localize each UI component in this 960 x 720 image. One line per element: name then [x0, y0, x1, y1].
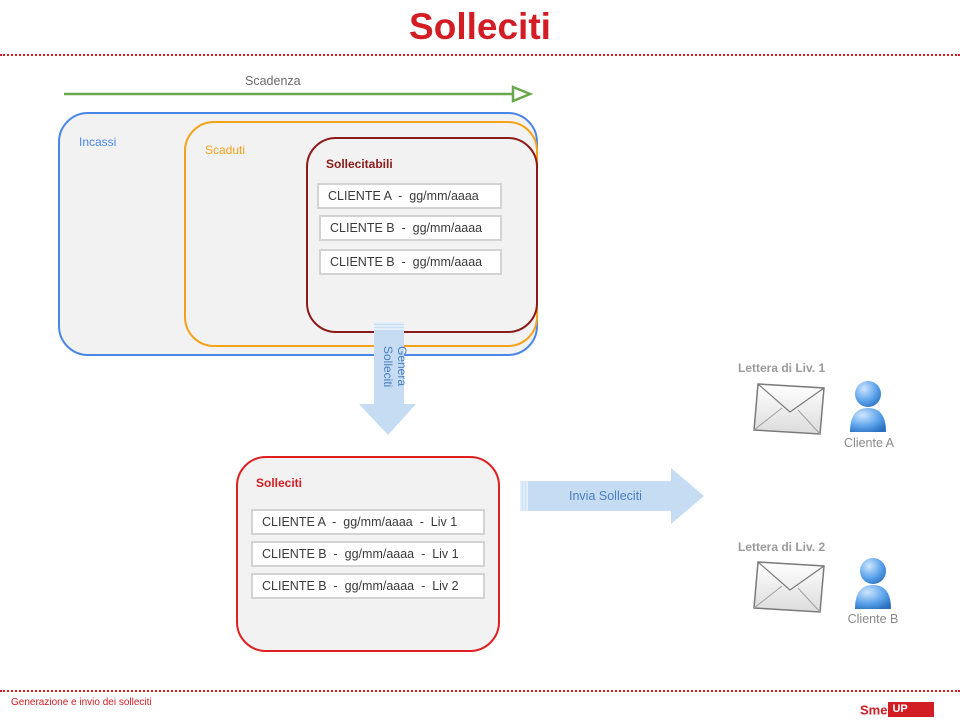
solleciti-item: CLIENTE B - gg/mm/aaaa - Liv 1: [251, 541, 485, 567]
page-title: Solleciti: [409, 6, 551, 47]
incassi-label: Incassi: [79, 135, 117, 149]
person-icon: [855, 558, 891, 609]
header-divider: [0, 54, 960, 56]
timeline-label: Scadenza: [245, 74, 301, 88]
generate-arrow-line1: Genera: [395, 346, 409, 387]
solleciti-item: CLIENTE A - gg/mm/aaaa - Liv 1: [251, 509, 485, 535]
generate-arrow: [359, 322, 416, 435]
recipient-label: Cliente A: [843, 436, 895, 450]
logo-badge: UP: [888, 702, 934, 718]
person-icon: [850, 381, 886, 432]
generate-arrow-label: Genera Solleciti: [365, 346, 409, 406]
footer-divider: [0, 690, 960, 692]
envelope-icon: [753, 561, 825, 613]
letter-level-1-title: Lettera di Liv. 1: [738, 361, 826, 375]
logo-text: Sme: [860, 702, 888, 718]
generate-arrow-line2: Solleciti: [381, 346, 395, 388]
letter-level-2-title: Lettera di Liv. 2: [738, 540, 826, 554]
sollecitabili-item: CLIENTE A - gg/mm/aaaa: [317, 183, 502, 209]
sollecitabili-title: Sollecitabili: [326, 157, 393, 171]
sollecitabili-item: CLIENTE B - gg/mm/aaaa: [319, 249, 502, 275]
solleciti-item: CLIENTE B - gg/mm/aaaa - Liv 2: [251, 573, 485, 599]
envelope-icon: [753, 383, 825, 435]
send-arrow: [520, 468, 704, 524]
send-arrow-label: Invia Solleciti: [569, 489, 642, 503]
solleciti-title: Solleciti: [256, 476, 303, 490]
recipient-label: Cliente B: [847, 612, 899, 626]
sollecitabili-item: CLIENTE B - gg/mm/aaaa: [319, 215, 502, 241]
footer-caption: Generazione e invio dei solleciti: [11, 697, 152, 708]
scaduti-label: Scaduti: [205, 143, 246, 157]
timeline-arrow: [64, 85, 534, 103]
